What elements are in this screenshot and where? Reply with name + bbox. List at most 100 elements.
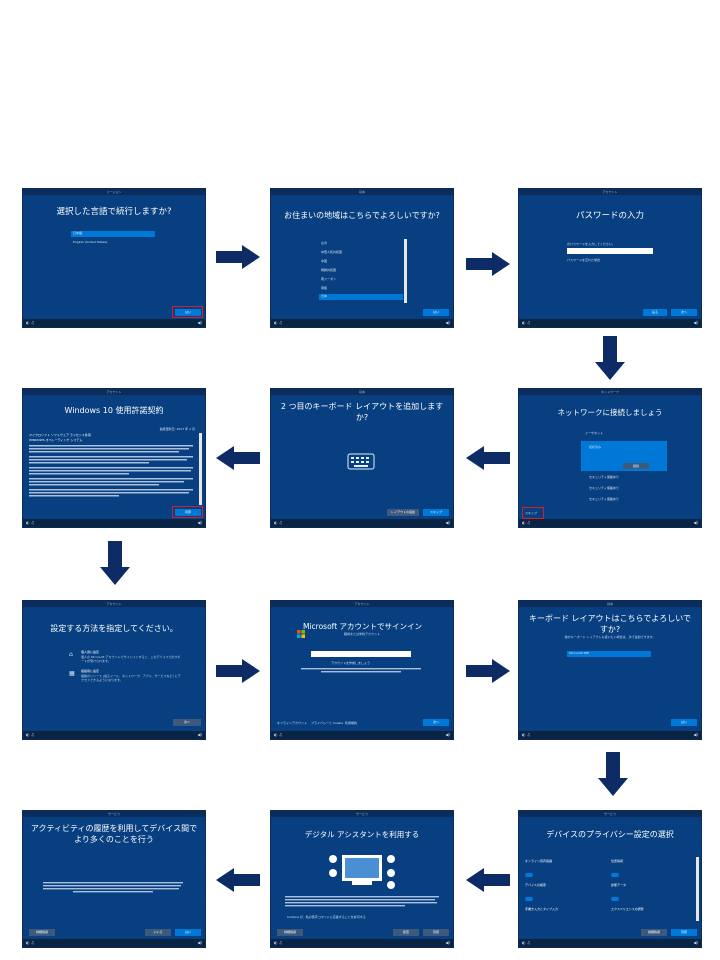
next-button[interactable]: 次へ [671,309,697,316]
list-item[interactable]: 中国 [321,259,328,263]
title-bar: リージョン [23,189,205,195]
more-info-button[interactable]: 詳細情報 [277,929,303,936]
email-field[interactable] [311,651,411,657]
title-bar: アカウント [271,601,453,607]
offline-account-link[interactable]: オフラインアカウント [277,721,308,725]
network-item[interactable]: セキュリティ保護あり [589,486,619,490]
volume-icon[interactable]: ◀) [197,320,202,325]
title-bar: サービス [519,811,701,817]
add-layout-button[interactable]: レイアウトの追加 [387,509,419,516]
date-text: 最終更新日: 2017 年 1 月 [159,427,195,431]
privacy-link[interactable]: プライバシーと Cookie [311,721,344,725]
volume-icon[interactable]: ◀) [693,940,698,945]
yes-button[interactable]: はい [175,929,201,936]
accessibility-icon[interactable]: ◐ ♫ [274,940,283,945]
volume-icon[interactable]: ◀) [445,940,450,945]
accessibility-icon[interactable]: ◐ ♫ [274,520,283,525]
skip-button[interactable]: スキップ [423,509,449,516]
toggle-switch[interactable] [611,873,619,877]
page-title: 設定する方法を指定してください。 [50,624,178,633]
arrow-left-icon [466,446,510,470]
yes-button[interactable]: はい [671,719,697,726]
option-organization-desc: 組織のリソース (電子メール、ネットワーク、アプリ、サービスなど) にアクセスで… [81,674,181,682]
list-item[interactable]: 南スーダン [321,277,337,281]
connect-button[interactable]: 接続 [623,463,649,469]
toggle-switch[interactable] [611,897,619,901]
subtitle: 職場または学校アカウント [343,632,380,636]
volume-icon[interactable]: ◀) [445,320,450,325]
accessibility-icon[interactable]: ◐ ♫ [26,320,35,325]
network-item[interactable]: セキュリティ保護あり [589,475,619,479]
scrollbar[interactable] [404,239,407,303]
privacy-option: デバイスの検索 [525,883,546,887]
decline-button[interactable]: 拒否 [393,929,419,936]
password-prompt: のパスワードを入力してください。 [567,242,615,246]
arrow-right-icon [466,659,510,683]
list-item-selected[interactable]: Microsoft IME [567,651,651,657]
volume-icon[interactable]: ◀) [197,732,202,737]
license-subheading: WINDOWS オペレーティング システム [29,438,83,442]
cortana-illustration [327,851,397,891]
toggle-switch[interactable] [525,897,533,901]
accept-button[interactable]: 同意 [175,509,201,516]
accessibility-icon[interactable]: ◐ ♫ [26,520,35,525]
accessibility-icon[interactable]: ◐ ♫ [522,940,531,945]
list-item-selected[interactable]: 日本語 [71,231,155,237]
list-item[interactable]: 南極 [321,286,328,290]
network-status: 接続済み [589,445,602,449]
taskbar: ◐ ♫ ◀) [271,319,453,327]
volume-icon[interactable]: ◀) [197,520,202,525]
volume-icon[interactable]: ◀) [197,940,202,945]
list-item-selected[interactable]: 日本 [319,294,403,300]
screen-license: アカウント Windows 10 使用許諾契約 最終更新日: 2017 年 1 … [22,388,206,528]
list-item[interactable]: 朝鮮共和国 [321,268,337,272]
network-ethernet[interactable]: イーサネット [585,431,603,435]
volume-icon[interactable]: ◀) [693,320,698,325]
title-bar: アカウント [23,389,205,395]
yes-button[interactable]: はい [423,309,449,316]
option-personal[interactable]: 個人用に設定 [81,650,100,654]
more-info-button[interactable]: 詳細情報 [641,929,667,936]
arrow-left-icon [216,868,260,892]
title-bar: 基本 [271,389,453,395]
terms-link[interactable]: 利用規約 [345,721,358,725]
volume-icon[interactable]: ◀) [693,520,698,525]
accessibility-icon[interactable]: ◐ ♫ [522,320,531,325]
accessibility-icon[interactable]: ◐ ♫ [522,520,531,525]
forgot-password-link[interactable]: パスワードを忘れた場合 [567,258,601,262]
back-button[interactable]: 戻る [643,309,667,316]
taskbar: ◐ ♫ ◀) [271,939,453,947]
accessibility-icon[interactable]: ◐ ♫ [26,940,35,945]
accept-button[interactable]: 同意 [423,929,449,936]
list-item[interactable]: 中華人民共和国 [321,250,343,254]
list-item[interactable]: 台湾 [321,241,328,245]
scrollbar[interactable] [696,857,699,921]
network-item[interactable]: セキュリティ保護あり [589,497,619,501]
volume-icon[interactable]: ◀) [445,520,450,525]
accessibility-icon[interactable]: ◐ ♫ [26,732,35,737]
no-button[interactable]: いいえ [145,929,171,936]
next-button[interactable]: 次へ [173,719,201,726]
scrollbar[interactable] [199,433,202,505]
list-item[interactable]: English (United States) [73,240,108,244]
accessibility-icon[interactable]: ◐ ♫ [522,732,531,737]
accept-button[interactable]: 同意 [671,929,697,936]
password-field[interactable] [567,248,653,254]
accessibility-icon[interactable]: ◐ ♫ [274,732,283,737]
arrow-down-icon [598,752,628,796]
toggle-switch[interactable] [525,873,533,877]
accessibility-icon[interactable]: ◐ ♫ [274,320,283,325]
volume-icon[interactable]: ◀) [445,732,450,737]
volume-icon[interactable]: ◀) [693,732,698,737]
option-personal-desc: 個人の Microsoft アカウントでサインインすると、このデバイスでのサポー… [81,655,181,663]
yes-button[interactable]: はい [175,309,201,316]
create-account-link[interactable]: アカウントを作成しましょう [331,661,371,665]
voice-checkbox[interactable]: Cortana が、私の音声コマンドに応答することを許可する [287,915,366,919]
next-button[interactable]: 次へ [423,719,449,726]
title-bar: ネットワーク [519,389,701,395]
building-icon: ▦ [69,670,75,677]
option-organization[interactable]: 組織用に設定 [81,669,100,673]
arrow-right-icon [216,659,260,683]
more-info-button[interactable]: 詳細情報 [29,929,55,936]
skip-link[interactable]: スキップ [525,511,538,515]
